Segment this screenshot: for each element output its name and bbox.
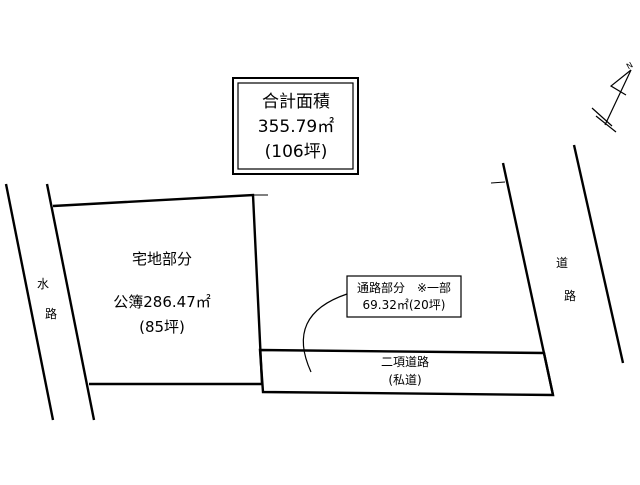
north-arrow-icon: N (591, 60, 635, 133)
residential-lot-registry-area: 公簿286.47㎡ (113, 293, 211, 311)
north-label: N (625, 60, 635, 71)
residential-lot-boundary (52, 193, 264, 386)
private-road-strip (258, 348, 555, 397)
total-area-box-outer (232, 77, 359, 175)
residential-lot-label: 宅地部分 (132, 250, 192, 268)
road-label-char-1: 道 (556, 256, 568, 270)
private-road-sublabel: (私道) (388, 373, 421, 387)
residential-lot-tsubo: (85坪) (139, 318, 185, 336)
road-label-char-2: 路 (564, 288, 576, 303)
road-portion-area: 69.32㎡(20坪) (363, 298, 446, 312)
total-area-title: 合計面積 (262, 92, 330, 112)
waterway-label-char-1: 水 (37, 277, 49, 291)
road-tick-mark (490, 181, 506, 184)
total-area-sqm: 355.79㎡ (258, 117, 334, 137)
road-portion-callout-box (346, 275, 462, 318)
total-area-box-inner (237, 82, 354, 170)
road-line-outer (572, 144, 625, 364)
road-portion-label: 通路部分 ※一部 (357, 280, 451, 295)
total-area-tsubo: (106坪) (265, 142, 328, 162)
waterway-label-char-2: 路 (45, 306, 57, 321)
callout-leader-arc (302, 293, 348, 373)
waterway-line-outer (4, 183, 55, 421)
private-road-label: 二項道路 (381, 354, 429, 369)
waterway-line-inner (45, 183, 96, 421)
